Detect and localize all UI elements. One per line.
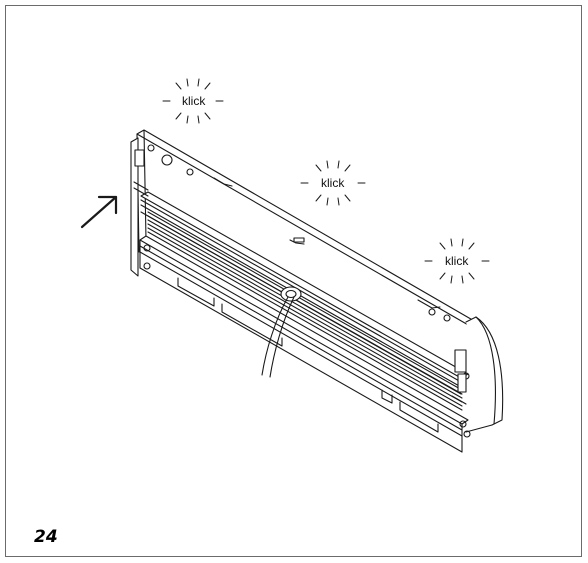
sparkle-burst-icon: [162, 78, 224, 124]
click-label: klick: [321, 176, 345, 190]
step-number: 24: [34, 527, 58, 547]
sparkle-burst-icon: [300, 160, 366, 206]
sparkle-burst-icon: [424, 238, 490, 284]
arrow-up-right-icon: [80, 195, 118, 229]
click-label: klick: [182, 94, 206, 108]
click-label: klick: [445, 254, 469, 268]
rail-assembly: [130, 129, 504, 453]
cable-grommet: [261, 286, 302, 378]
